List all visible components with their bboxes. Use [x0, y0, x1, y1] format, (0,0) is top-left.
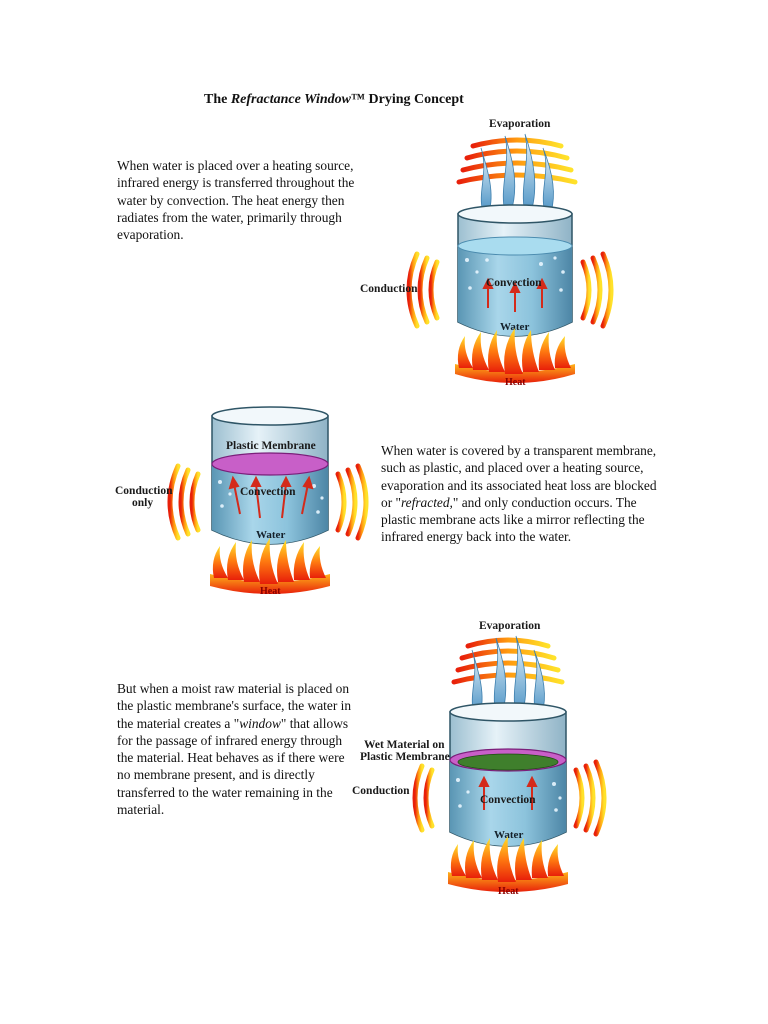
conduction-only-label-2: only [132, 497, 153, 509]
conduction-waves-left [167, 463, 201, 541]
convection-arrows [482, 277, 548, 312]
radiation-waves-top [456, 137, 578, 185]
figure-window-diagram: Evaporation Convection Water Wet M [352, 620, 607, 897]
water-label: Water [494, 829, 523, 841]
evaporation-label: Evaporation [479, 620, 541, 632]
convection-label: Convection [240, 486, 296, 498]
conduction-label: Conduction [352, 785, 410, 797]
p2-text-a: When water is covered by a transparent m… [381, 443, 657, 510]
heat-label: Heat [505, 377, 526, 388]
water-label: Water [256, 529, 285, 541]
conduction-waves-right [335, 463, 369, 541]
figure-membrane-diagram: Plastic Membrane Convection Water Conduc… [115, 406, 369, 597]
title-prefix: The [204, 92, 231, 107]
steam-wisps [471, 635, 545, 715]
water-vessel [457, 204, 573, 337]
p3-text-a: But when a moist raw material is placed … [117, 681, 352, 731]
heat-label: Heat [498, 886, 519, 897]
window-vessel [449, 702, 567, 847]
convection-arrows [228, 475, 314, 519]
heat-flames [210, 538, 330, 594]
convection-label: Convection [480, 794, 536, 806]
page-title: The Refractance Window™ Drying Concept [204, 92, 504, 108]
wet-material-label-1: Wet Material on [364, 739, 445, 751]
heat-label: Heat [260, 586, 281, 597]
conduction-waves-right [580, 251, 614, 329]
paragraph-window: But when a moist raw material is placed … [117, 680, 353, 818]
wet-material-label-2: Plastic Membrane [360, 751, 450, 763]
paragraph-membrane: When water is covered by a transparent m… [381, 442, 666, 546]
convection-label: Convection [486, 277, 542, 289]
p3-italic: window [239, 715, 281, 731]
radiation-waves-top [451, 637, 565, 685]
membrane-label: Plastic Membrane [226, 440, 316, 452]
title-italic: Refractance Window [230, 92, 352, 107]
conduction-waves-right [573, 759, 607, 837]
covered-vessel [211, 406, 329, 545]
paragraph-evaporation: When water is placed over a heating sour… [117, 158, 355, 243]
conduction-only-label-1: Conduction [115, 485, 173, 497]
conduction-waves-left [406, 251, 440, 329]
title-suffix: Drying Concept [365, 92, 464, 107]
heat-flames [448, 836, 568, 892]
p2-text-b: " and only conduction occurs. The plasti… [381, 494, 645, 545]
figure-evaporation-diagram: Evaporation [360, 118, 614, 388]
steam-wisps [480, 133, 554, 213]
conduction-waves-left [412, 763, 435, 833]
evaporation-label: Evaporation [489, 118, 551, 130]
conduction-label: Conduction [360, 283, 418, 295]
convection-arrows [478, 775, 538, 810]
p2-italic: refracted, [400, 494, 453, 510]
water-label: Water [500, 321, 529, 333]
p3-text-b: " that allows for the passage of infrare… [117, 715, 349, 818]
heat-flames [455, 328, 575, 383]
trademark: ™ [351, 92, 366, 107]
